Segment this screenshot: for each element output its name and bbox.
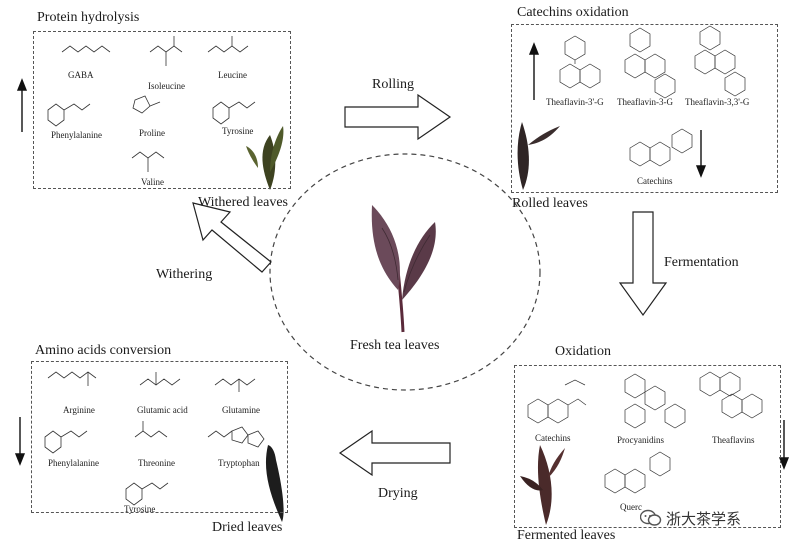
oxidation-title: Oxidation <box>555 344 611 359</box>
withered-leaves-label: Withered leaves <box>198 195 289 210</box>
catechins-oxidation-title: Catechins oxidation <box>517 5 629 20</box>
fermented-leaves-image <box>520 445 565 525</box>
compound-label: Theaflavin-3'-G <box>546 97 604 107</box>
fermentation-label: Fermentation <box>664 255 739 270</box>
withering-arrow <box>192 202 272 273</box>
compound-label: Catechins <box>637 176 673 186</box>
watermark-text: 浙大茶学系 <box>666 510 742 528</box>
rolling-arrow <box>344 93 452 141</box>
oxidation-structures <box>527 371 763 494</box>
fermented-leaves-label: Fermented leaves <box>517 528 616 543</box>
oxidation-box <box>514 365 781 528</box>
rolling-label: Rolling <box>372 77 415 92</box>
withering-label: Withering <box>156 267 213 282</box>
dried-leaves-label: Dried leaves <box>212 520 283 535</box>
compound-label: Phenylalanine <box>51 130 102 140</box>
drying-arrow <box>338 429 451 477</box>
catechins-oxidation-box <box>511 24 778 193</box>
compound-label: Isoleucine <box>148 81 185 91</box>
protein-hydrolysis-box <box>33 31 291 189</box>
catechins-structures <box>559 25 746 167</box>
amino-acids-structures <box>44 371 265 506</box>
watermark: 浙大茶学系 <box>639 508 742 531</box>
compound-label: Glutamic acid <box>137 405 188 415</box>
compound-label: Proline <box>139 128 165 138</box>
compound-label: Tyrosine <box>222 126 254 136</box>
compound-label: Arginine <box>63 405 95 415</box>
compound-label: Valine <box>141 177 164 187</box>
compound-label: Tryptophan <box>218 458 260 468</box>
compound-label: Tyrosine <box>124 504 156 514</box>
protein-hydrolysis-title: Protein hydrolysis <box>37 10 140 25</box>
drying-label: Drying <box>378 486 418 501</box>
amino-acids-conversion-box <box>31 361 288 513</box>
fermentation-arrow <box>618 211 668 317</box>
compound-label: Procyanidins <box>617 435 664 445</box>
compound-label: Theaflavin-3-G <box>617 97 673 107</box>
fresh-tea-leaves-label: Fresh tea leaves <box>350 338 440 353</box>
trend-arrows <box>14 42 790 470</box>
rolled-leaves-label: Rolled leaves <box>512 196 588 211</box>
center-circle <box>269 153 541 391</box>
dried-leaves-image <box>265 445 284 522</box>
amino-acids-conversion-title: Amino acids conversion <box>35 343 172 358</box>
rolled-leaves-image <box>517 122 560 190</box>
wechat-icon <box>639 509 662 531</box>
compound-label: Phenylalanine <box>48 458 99 468</box>
compound-label: Catechins <box>535 433 571 443</box>
compound-label: Glutamine <box>222 405 260 415</box>
protein-hydrolysis-structures <box>47 36 256 172</box>
fresh-tea-leaves-image <box>371 205 436 333</box>
compound-label: Theaflavin-3,3'-G <box>685 97 750 107</box>
compound-label: Theaflavins <box>712 435 755 445</box>
compound-label: GABA <box>68 70 94 80</box>
compound-label: Leucine <box>218 70 247 80</box>
withered-leaves-image <box>246 126 284 190</box>
compound-label: Threonine <box>138 458 175 468</box>
compound-label: Querc <box>620 502 642 512</box>
